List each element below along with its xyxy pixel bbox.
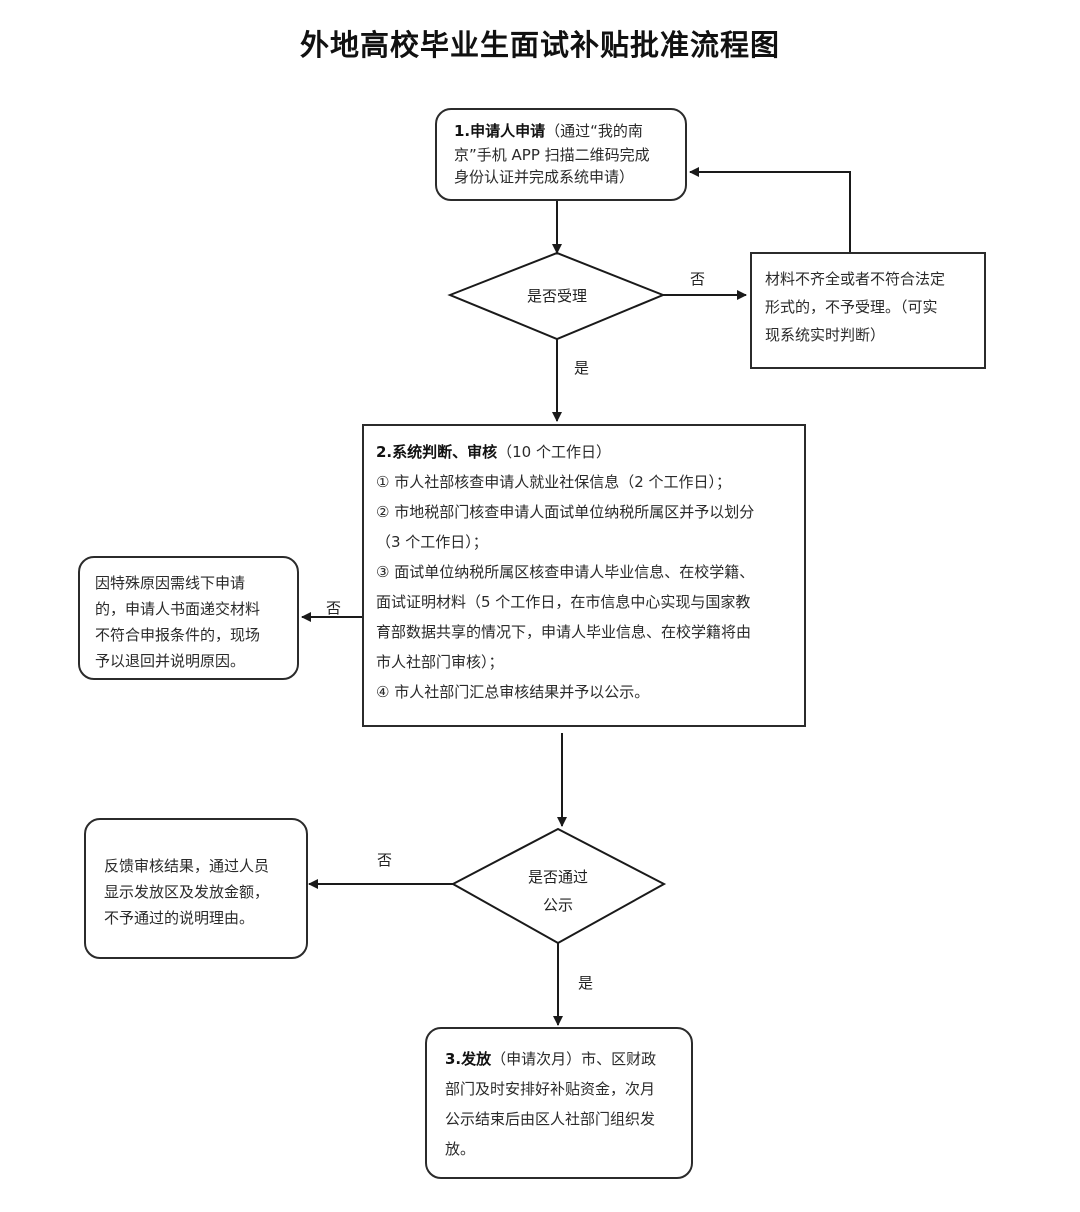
step2-review-box: 2.系统判断、审核（10 个工作日） ① 市人社部核查申请人就业社保信息（2 个… (362, 424, 806, 727)
reject2-offline-return-box: 因特殊原因需线下申请 的，申请人书面递交材料 不符合申报条件的，现场 予以退回并… (78, 556, 299, 680)
decision2-label-line1: 是否通过 (527, 868, 588, 886)
step2-heading: 2.系统判断、审核 (376, 443, 498, 461)
reject3-line-1: 反馈审核结果，通过人员 (104, 857, 270, 875)
step1-apply-box: 1.申请人申请（通过“我的南 京”手机 APP 扫描二维码完成 身份认证并完成系… (435, 108, 687, 201)
reject2-line-4: 予以退回并说明原因。 (95, 652, 246, 670)
edge-label-yes-publicity: 是 (578, 974, 594, 992)
step2-heading-note: （10 个工作日） (497, 443, 611, 461)
arrow-reject1-back-to-step1 (689, 167, 851, 253)
edge-label-no-accept: 否 (690, 270, 706, 288)
step3-line-2: 部门及时安排好补贴资金，次月 (445, 1080, 656, 1098)
reject2-line-3: 不符合申报条件的，现场 (95, 626, 261, 644)
decision2-label-line2: 公示 (542, 896, 573, 914)
decision-accept-diamond (447, 251, 666, 341)
step3-heading: 3.发放 (445, 1050, 492, 1068)
step2-line-heading: 2.系统判断、审核（10 个工作日） (376, 437, 804, 467)
step1-line-3: 身份认证并完成系统申请） (454, 168, 635, 186)
step3-text-1: （申请次月）市、区财政 (491, 1050, 657, 1068)
reject2-line-1: 因特殊原因需线下申请 (95, 574, 246, 592)
step2-line-1: ① 市人社部核查申请人就业社保信息（2 个工作日）； (376, 473, 732, 491)
step2-line-3: （3 个工作日）； (376, 533, 488, 551)
edge-label-no-publicity: 否 (377, 851, 393, 869)
step3-line-4: 放。 (445, 1140, 476, 1158)
step3-line-3: 公示结束后由区人社部门组织发 (445, 1110, 656, 1128)
step2-line-2: ② 市地税部门核查申请人面试单位纳税所属区并予以划分 (376, 503, 755, 521)
reject2-line-2: 的，申请人书面递交材料 (95, 600, 261, 618)
step3-line-1: 3.发放（申请次月）市、区财政 (445, 1044, 691, 1074)
reject3-line-2: 显示发放区及发放金额， (104, 883, 270, 901)
reject1-line-2: 形式的，不予受理。（可实 (765, 298, 938, 316)
page-title: 外地高校毕业生面试补贴批准流程图 (299, 28, 780, 62)
reject1-line-3: 现系统实时判断） (765, 326, 886, 344)
decision1-label: 是否受理 (526, 287, 587, 305)
step2-line-8: ④ 市人社部门汇总审核结果并予以公示。 (376, 683, 650, 701)
step1-line-2: 京”手机 APP 扫描二维码完成 (454, 146, 650, 164)
reject1-not-accepted-box: 材料不齐全或者不符合法定 形式的，不予受理。（可实 现系统实时判断） (750, 252, 986, 369)
step2-line-4: ③ 面试单位纳税所属区核查申请人毕业信息、在校学籍、 (376, 563, 755, 581)
step2-line-5: 面试证明材料（5 个工作日，在市信息中心实现与国家教 (376, 593, 751, 611)
step1-line-1: 1.申请人申请（通过“我的南 (454, 118, 685, 144)
step3-payout-box: 3.发放（申请次月）市、区财政 部门及时安排好补贴资金，次月 公示结束后由区人社… (425, 1027, 693, 1179)
step1-text-1: （通过“我的南 (545, 122, 643, 140)
reject3-feedback-box: 反馈审核结果，通过人员 显示发放区及发放金额， 不予通过的说明理由。 (84, 818, 308, 959)
step2-line-6: 育部数据共享的情况下，申请人毕业信息、在校学籍将由 (376, 623, 752, 641)
edge-label-no-review: 否 (326, 599, 342, 617)
decision-publicity-diamond (450, 827, 667, 945)
reject1-line-1: 材料不齐全或者不符合法定 (765, 270, 946, 288)
step1-heading: 1.申请人申请 (454, 122, 546, 140)
step2-line-7: 市人社部门审核）； (376, 653, 504, 671)
reject3-line-3: 不予通过的说明理由。 (104, 909, 255, 927)
edge-label-yes-accept: 是 (574, 359, 590, 377)
